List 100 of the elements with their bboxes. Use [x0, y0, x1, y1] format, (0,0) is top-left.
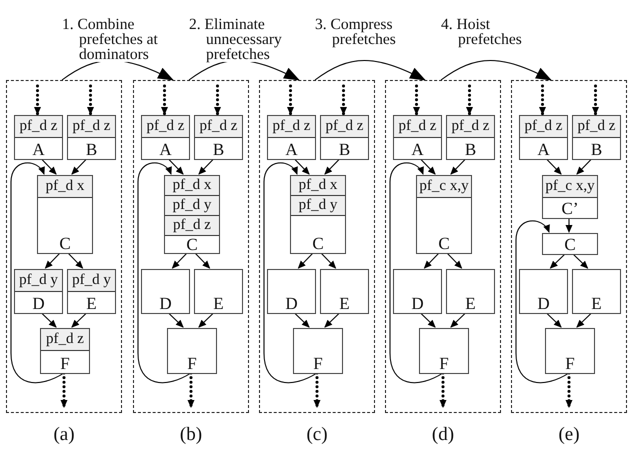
basic-block: [572, 115, 621, 160]
arrow: [198, 312, 214, 328]
arrow: [576, 158, 592, 175]
basic-block: [67, 115, 116, 160]
arrow: [40, 312, 57, 328]
block-label: B: [212, 141, 226, 159]
arrow: [298, 252, 314, 269]
basic-block: [37, 175, 93, 254]
prefetch-instruction: pf_d y: [68, 270, 115, 292]
panel-caption: (d): [430, 424, 456, 446]
prefetch-instruction: pf_d x: [38, 176, 92, 198]
block-label: C: [311, 235, 325, 253]
arrow: [420, 312, 436, 328]
curved-arrow: [440, 60, 552, 80]
basic-block: [416, 175, 472, 254]
dotted-arrow: [161, 84, 168, 116]
arrow: [294, 158, 310, 175]
basic-block: [320, 269, 369, 314]
block-label: D: [31, 295, 46, 313]
basic-block: [267, 269, 316, 314]
arrow: [424, 252, 440, 269]
block-label: A: [410, 141, 425, 159]
basic-block: [320, 115, 369, 160]
dotted-arrow: [34, 84, 41, 116]
prefetch-instruction: pf_d z: [268, 116, 315, 138]
arrow: [194, 252, 210, 269]
block-label: A: [536, 141, 551, 159]
arrow: [44, 252, 61, 269]
basic-block: [267, 115, 316, 160]
arrow: [320, 252, 336, 269]
block-label: F: [59, 355, 71, 373]
basic-block: [542, 233, 598, 255]
block-label: A: [158, 141, 173, 159]
prefetch-instruction: pf_d z: [142, 116, 189, 138]
arrow: [390, 162, 444, 384]
arrow: [446, 252, 462, 269]
arrow: [71, 158, 88, 175]
dotted-arrow: [592, 84, 599, 116]
basic-block: [290, 175, 346, 254]
basic-block: [393, 269, 442, 314]
dotted-arrow: [340, 84, 347, 116]
arrow: [420, 158, 436, 175]
prefetch-instruction: pf_d x: [291, 176, 345, 196]
arrow: [67, 252, 84, 269]
basic-block: [419, 328, 469, 374]
prefetch-instruction: pf_d y: [291, 196, 345, 216]
basic-block: [519, 115, 568, 160]
block-label: B: [84, 141, 98, 159]
dotted-arrow: [466, 84, 473, 116]
basic-block: [14, 115, 63, 160]
arrow: [168, 158, 184, 175]
prefetch-instruction: pf_d z: [15, 116, 62, 138]
block-label: E: [85, 295, 98, 313]
block-label: B: [338, 141, 352, 159]
block-label: D: [536, 295, 551, 313]
basic-block: [572, 269, 621, 314]
arrow: [172, 252, 188, 269]
basic-block: [519, 269, 568, 314]
prefetch-instruction: pf_d z: [573, 116, 620, 138]
panel-caption: (e): [557, 424, 581, 446]
arrow: [40, 158, 57, 175]
basic-block: [14, 269, 63, 314]
prefetch-instruction: pf_d z: [520, 116, 567, 138]
arrow: [572, 254, 588, 269]
prefetch-instruction: pf_d z: [195, 116, 242, 138]
arrow: [294, 312, 310, 328]
block-label: C’: [560, 200, 580, 218]
arrow: [450, 158, 466, 175]
prefetch-instruction: pf_d y: [165, 196, 219, 216]
block-label: F: [186, 355, 198, 373]
prefetch-instruction: pf_d z: [321, 116, 368, 138]
arrow: [516, 220, 570, 384]
block-label: C: [58, 235, 72, 253]
block-label: E: [464, 295, 477, 313]
block-label: E: [212, 295, 225, 313]
arrow: [138, 162, 192, 384]
arrow: [546, 312, 562, 328]
arrow: [324, 158, 340, 175]
dotted-arrow: [287, 84, 294, 116]
arrow: [264, 162, 318, 384]
dotted-arrow: [413, 84, 420, 116]
arrow: [71, 312, 88, 328]
arrow: [546, 158, 562, 175]
basic-block: [194, 269, 243, 314]
arrow: [450, 312, 466, 328]
prefetch-instruction: pf_c x,y: [417, 176, 471, 198]
panel-caption: (a): [52, 424, 76, 446]
basic-block: [393, 115, 442, 160]
dotted-arrow: [539, 84, 546, 116]
basic-block: [40, 328, 90, 374]
curved-arrow: [314, 60, 426, 80]
basic-block: [194, 115, 243, 160]
block-label: C: [437, 235, 451, 253]
prefetch-instruction: pf_d z: [447, 116, 494, 138]
prefetch-instruction: pf_d z: [165, 216, 219, 236]
block-label: A: [31, 141, 46, 159]
block-label: B: [464, 141, 478, 159]
block-label: E: [338, 295, 351, 313]
basic-block: [545, 328, 595, 374]
block-label: B: [590, 141, 604, 159]
